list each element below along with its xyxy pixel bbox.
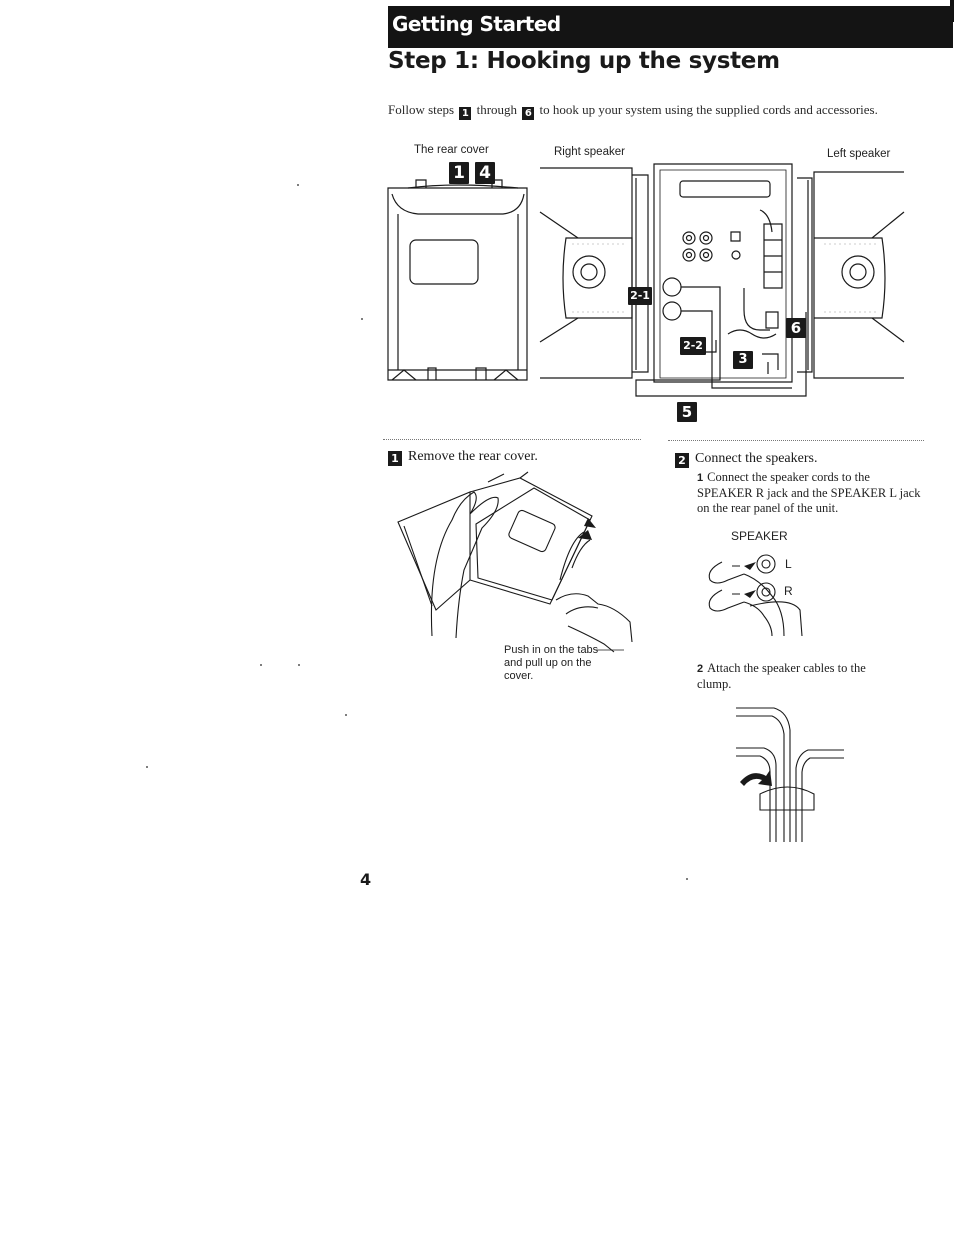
speaker-jack-label: SPEAKER <box>731 529 788 543</box>
step2-number-badge: 2 <box>675 453 689 468</box>
page-number: 4 <box>360 870 372 889</box>
diagram-badge-5: 5 <box>677 402 697 422</box>
right-speaker-label: Right speaker <box>554 146 625 158</box>
step2-divider <box>668 440 924 441</box>
intro-before: Follow steps <box>388 102 455 117</box>
step2-sub2-text: Attach the speaker cables to the clump. <box>697 661 866 691</box>
page-title: Step 1: Hooking up the system <box>388 48 780 74</box>
step1-number-badge: 1 <box>388 451 402 466</box>
scan-speck <box>298 664 300 666</box>
step1-heading: 1 Remove the rear cover. <box>388 449 538 466</box>
step1-caption: Push in on the tabs and pull up on the c… <box>504 644 599 682</box>
step1-divider <box>383 439 641 440</box>
step-badge-start: 1 <box>459 107 472 120</box>
jack-l-label: L <box>785 557 792 571</box>
step2-sub2-number: 2 <box>697 663 704 675</box>
diagram-badge-4: 4 <box>475 162 495 184</box>
speaker-jack-illustration <box>0 0 954 700</box>
jack-r-label: R <box>784 584 793 598</box>
section-title: Getting Started <box>392 12 561 36</box>
diagram-badge-1: 1 <box>449 162 469 184</box>
system-rear-diagram <box>0 0 954 440</box>
left-speaker-label: Left speaker <box>827 148 891 160</box>
step2-sub1-number: 1 <box>697 472 704 484</box>
rear-cover-label: The rear cover <box>414 144 489 156</box>
scan-speck <box>260 664 262 666</box>
diagram-badge-2-2: 2-2 <box>680 337 706 355</box>
diagram-badge-3: 3 <box>733 351 753 369</box>
remove-cover-illustration <box>0 0 954 700</box>
scan-speck <box>345 714 347 716</box>
cable-clump-illustration <box>0 0 954 860</box>
step2-heading-text: Connect the speakers. <box>695 451 818 466</box>
step2-heading: 2 Connect the speakers. <box>675 451 817 468</box>
section-banner: Getting Started <box>388 6 953 48</box>
intro-after: to hook up your system using the supplie… <box>539 102 878 117</box>
scan-speck <box>146 766 148 768</box>
intro-middle: through <box>476 102 518 117</box>
diagram-badge-2-1: 2-1 <box>628 287 652 305</box>
scan-speck <box>686 878 688 880</box>
scan-speck <box>297 184 299 186</box>
intro-paragraph: Follow steps 1 through 6 to hook up your… <box>388 102 878 120</box>
scan-speck <box>361 318 363 320</box>
step2-sub1-text: Connect the speaker cords to the SPEAKER… <box>697 470 921 515</box>
step-badge-end: 6 <box>522 107 535 120</box>
step1-heading-text: Remove the rear cover. <box>408 449 538 464</box>
diagram-badge-6: 6 <box>786 318 806 338</box>
